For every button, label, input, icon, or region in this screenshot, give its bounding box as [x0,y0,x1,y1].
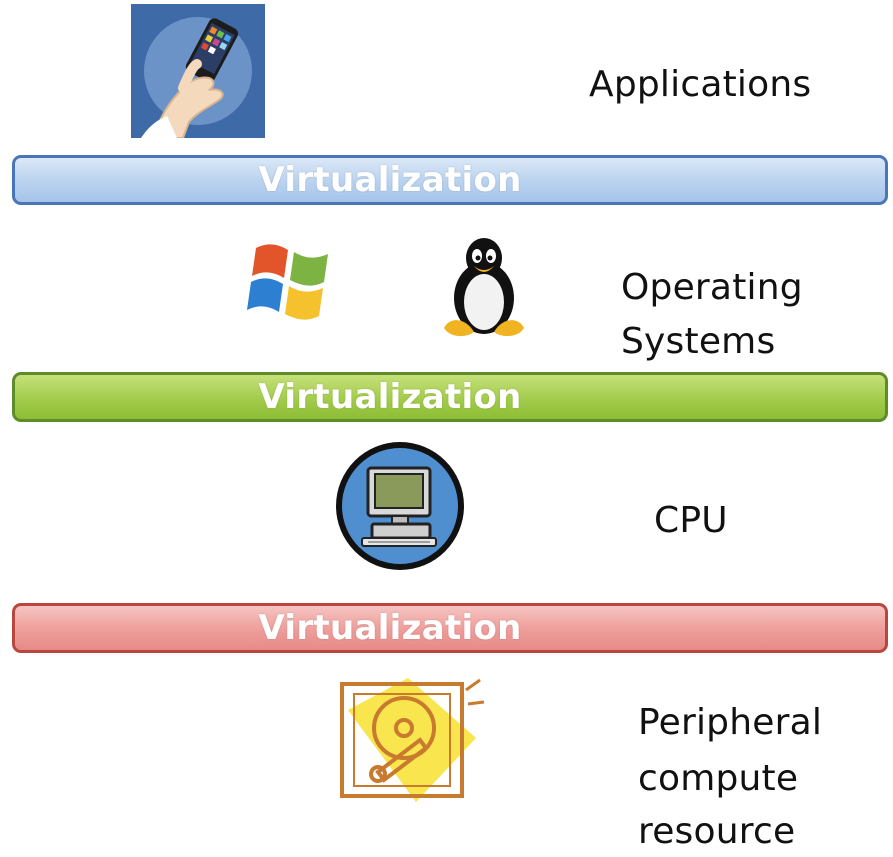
virtualization-band-bottom-label: Virtualization [258,608,522,648]
virtualization-band-top-label: Virtualization [258,160,522,200]
hard-disk-icon [328,670,488,810]
windows-logo-icon [246,240,338,324]
virtualization-band-top: Virtualization [12,155,888,205]
applications-label: Applications [589,64,812,105]
computer-terminal-icon [332,438,468,574]
virtualization-band-middle: Virtualization [12,372,888,422]
cpu-label: CPU [654,500,728,541]
peripheral-label-line2: compute [638,758,799,799]
virtualization-band-bottom: Virtualization [12,603,888,653]
virtualization-band-middle-label: Virtualization [258,377,522,417]
smartphone-in-hand-icon [131,4,265,139]
linux-penguin-icon [440,236,528,340]
operating-systems-label-line2: Systems [621,321,776,362]
operating-systems-label-line1: Operating [621,267,803,308]
peripheral-label-line1: Peripheral [638,702,823,743]
peripheral-label-line3: resource [638,811,796,852]
